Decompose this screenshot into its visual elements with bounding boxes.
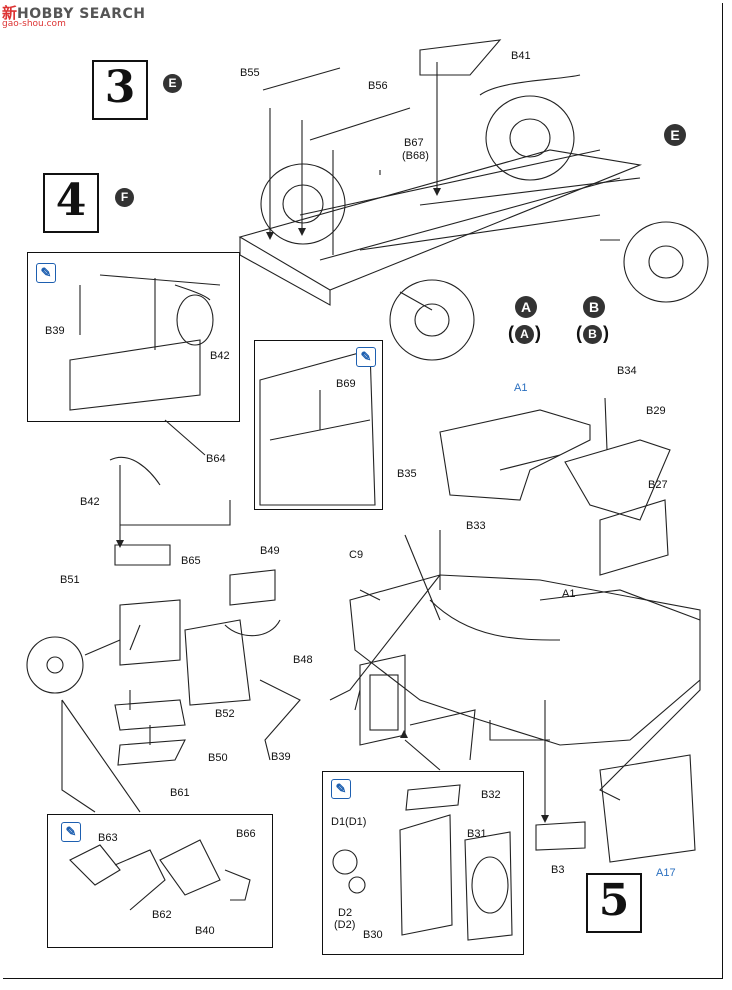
part-label: A17 — [656, 867, 676, 879]
detail-box-valve — [27, 252, 240, 422]
part-label: D2 — [338, 907, 353, 919]
step-3-marker: E — [163, 74, 182, 93]
watermark-logo: 新HOBBY SEARCH gao-shou.com — [2, 4, 146, 29]
part-label: A1 — [562, 588, 576, 600]
marker-B-paren: (B) — [576, 323, 609, 344]
part-label: B62 — [152, 909, 172, 921]
part-label: B29 — [646, 405, 666, 417]
part-label: B42 — [210, 350, 230, 362]
detail-box-dash — [254, 340, 383, 510]
step-3-number: 3 — [92, 60, 148, 120]
part-label: B33 — [466, 520, 486, 532]
part-label: B40 — [195, 925, 215, 937]
part-label: B63 — [98, 832, 118, 844]
part-label: B52 — [215, 708, 235, 720]
part-label: (D2) — [334, 919, 356, 931]
part-label: B31 — [467, 828, 487, 840]
part-label: B61 — [170, 787, 190, 799]
part-label: B42 — [80, 496, 100, 508]
part-label: (B68) — [402, 150, 429, 162]
part-label: B39 — [45, 325, 65, 337]
part-label: B66 — [236, 828, 256, 840]
note-pencil-icon: ✎ — [356, 347, 376, 367]
step-5-number: 5 — [586, 873, 642, 933]
part-label: B69 — [336, 378, 356, 390]
part-label: B49 — [260, 545, 280, 557]
step-4-number: 4 — [43, 173, 99, 233]
part-label: B35 — [397, 468, 417, 480]
part-label: B50 — [208, 752, 228, 764]
part-label: B39 — [271, 751, 291, 763]
part-label: B27 — [648, 479, 668, 491]
part-label: C9 — [349, 549, 364, 561]
part-label: B34 — [617, 365, 637, 377]
note-pencil-icon: ✎ — [331, 779, 351, 799]
detail-box-fan — [47, 814, 273, 948]
note-pencil-icon: ✎ — [36, 263, 56, 283]
part-label: D1(D1) — [331, 816, 367, 828]
marker-A: A — [515, 296, 537, 318]
part-label: B65 — [181, 555, 201, 567]
part-label: B30 — [363, 929, 383, 941]
part-label: B41 — [511, 50, 531, 62]
marker-A-paren: (A) — [508, 323, 541, 344]
part-label: B55 — [240, 67, 260, 79]
part-label: B32 — [481, 789, 501, 801]
part-label: B48 — [293, 654, 313, 666]
note-pencil-icon: ✎ — [61, 822, 81, 842]
detail-box-radiator — [322, 771, 524, 955]
marker-E: E — [664, 124, 686, 146]
step-4-marker: F — [115, 188, 134, 207]
part-label: B56 — [368, 80, 388, 92]
part-label: B64 — [206, 453, 226, 465]
part-label: B3 — [551, 864, 565, 876]
marker-B: B — [583, 296, 605, 318]
part-label: B51 — [60, 574, 80, 586]
part-label: A1 — [514, 382, 528, 394]
page-border — [3, 3, 723, 979]
part-label: B67 — [404, 137, 424, 149]
